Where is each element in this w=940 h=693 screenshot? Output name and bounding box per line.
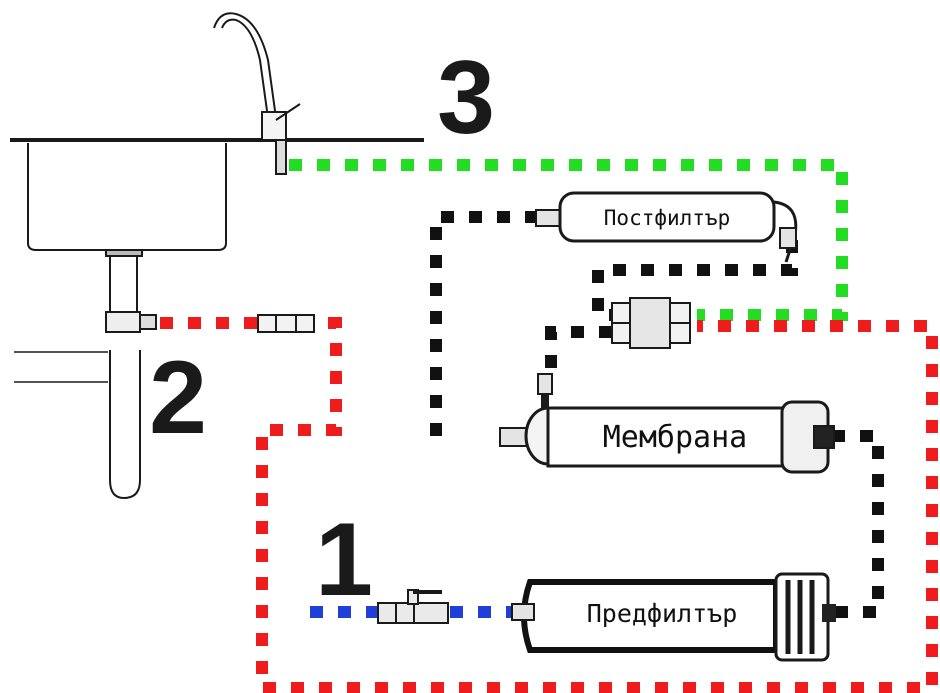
red-line-drain — [160, 317, 938, 693]
step-number-2: 2 — [149, 340, 207, 456]
drain-saddle — [105, 311, 141, 333]
black-line-postfilter-to-tee — [592, 240, 798, 321]
p-trap — [109, 350, 141, 500]
faucet-stem — [275, 139, 287, 175]
membrane-label: Мембрана — [603, 420, 748, 455]
drain-saddle-outlet — [139, 314, 157, 330]
prefilter: Предфилтър — [511, 572, 836, 662]
black-line-membrane-to-postfilter — [430, 211, 536, 436]
sink-basin — [27, 143, 227, 251]
faucet-spout-inner — [221, 18, 269, 119]
black-line-tee-to-membrane — [545, 326, 612, 380]
sink — [10, 138, 424, 500]
tee-connector — [611, 297, 691, 349]
postfilter: Постфилтър — [535, 191, 798, 263]
inlet-valve — [377, 589, 449, 624]
faucet — [213, 12, 301, 175]
faucet-spout — [213, 12, 277, 119]
drain-flange — [105, 249, 143, 257]
step-number-1: 1 — [315, 502, 373, 618]
membrane: Мембрана — [499, 373, 835, 474]
prefilter-label: Предфилтър — [587, 599, 738, 628]
faucet-lever — [275, 103, 301, 121]
postfilter-label: Постфилтър — [604, 206, 730, 230]
green-line-clean-water — [289, 159, 848, 321]
step-number-3: 3 — [437, 40, 495, 156]
wall-pipe — [14, 351, 108, 383]
black-line-membrane-to-prefilter — [832, 430, 884, 618]
drain-connector — [257, 314, 315, 333]
